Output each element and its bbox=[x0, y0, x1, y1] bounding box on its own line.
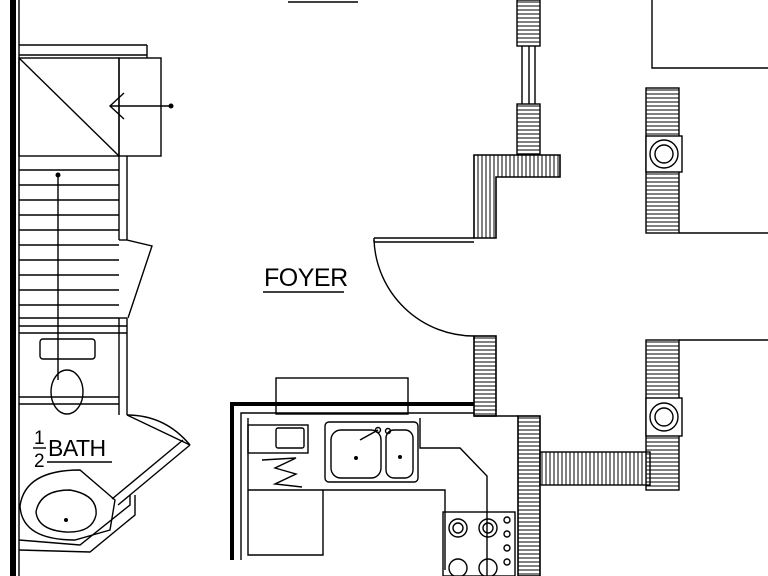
half-bath-label-text: BATH bbox=[48, 435, 106, 461]
foyer-label: FOYER bbox=[263, 264, 348, 293]
column-lower-right bbox=[645, 339, 768, 491]
entry-door bbox=[373, 238, 475, 340]
closet-door bbox=[119, 239, 153, 319]
half-bath-numerator: 1 bbox=[34, 428, 45, 449]
half-bath-label: 1 2 BATH bbox=[33, 428, 112, 472]
window-top bbox=[516, 0, 541, 155]
half-bath bbox=[18, 318, 191, 553]
foyer-label-text: FOYER bbox=[264, 264, 348, 292]
foyer-wall-lower bbox=[473, 335, 497, 417]
exterior-wall-left bbox=[10, 0, 20, 576]
staircase bbox=[18, 44, 174, 380]
column-upper-right bbox=[645, 0, 768, 234]
half-bath-denominator: 2 bbox=[34, 451, 45, 472]
railing bbox=[539, 451, 651, 486]
kitchen bbox=[230, 377, 541, 576]
foyer-wall-upper bbox=[374, 154, 561, 243]
